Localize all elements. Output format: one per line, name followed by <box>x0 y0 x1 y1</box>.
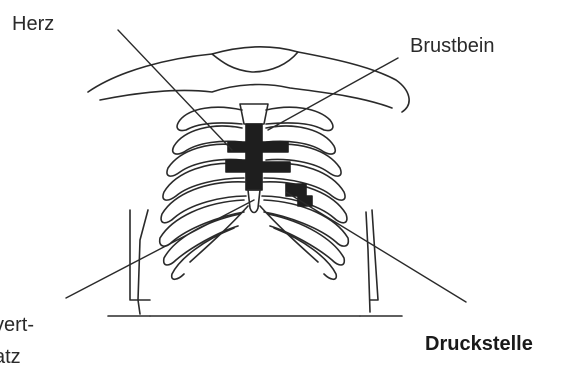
shoulder-outline <box>88 47 409 112</box>
left-ribs <box>160 107 246 279</box>
heart-pointer-line <box>118 30 232 150</box>
neck-outline <box>212 52 298 72</box>
xiphoid-process <box>248 190 260 213</box>
sternum-pointer-line <box>268 58 398 130</box>
xiphoid-label-line2: atz <box>0 347 21 367</box>
xiphoid-pointer-line <box>66 200 254 298</box>
pressure-point-label: Druckstelle <box>425 334 533 354</box>
xiphoid-label-line1: vert- <box>0 315 34 335</box>
sternum-manubrium <box>240 104 268 124</box>
sternum-body <box>246 124 262 190</box>
right-side-step <box>370 210 378 300</box>
right-body-edge <box>366 212 370 312</box>
left-body-edge <box>138 210 148 314</box>
heart-label: Herz <box>12 14 54 34</box>
sternum-label: Brustbein <box>410 36 495 56</box>
